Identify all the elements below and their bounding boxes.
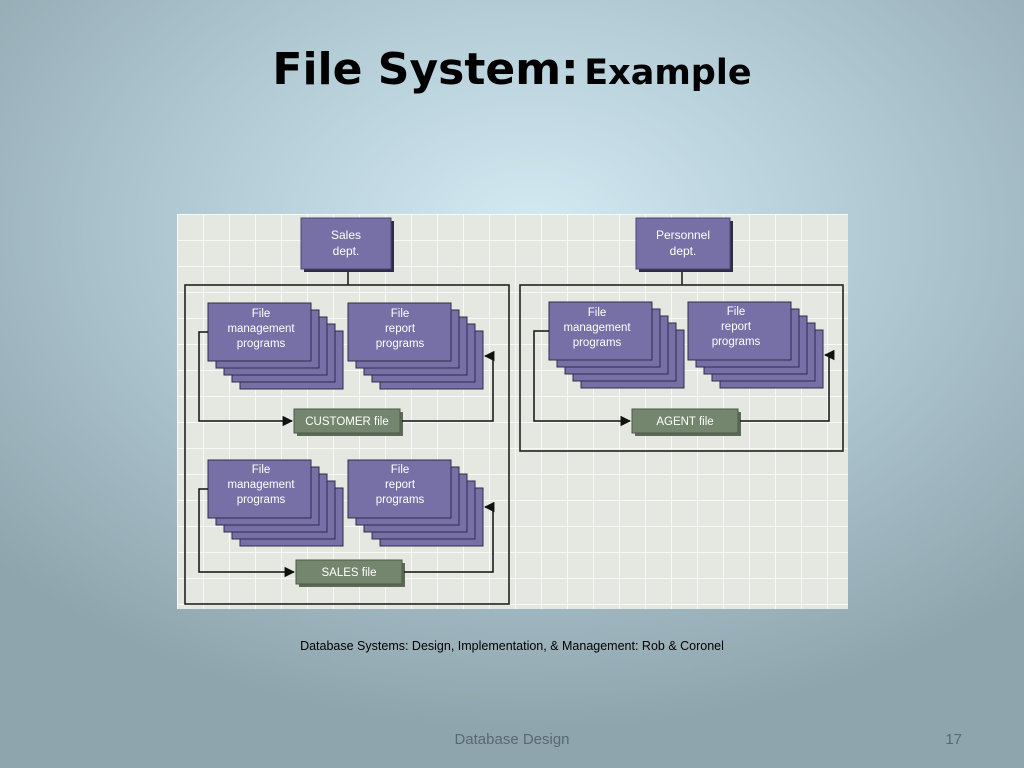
sales-mgmt-arrow bbox=[198, 488, 296, 578]
sales-report-label-1: File bbox=[391, 464, 410, 476]
personnel-dept-label-2: dept. bbox=[670, 244, 697, 258]
agent-mgmt-label-2: management bbox=[563, 322, 631, 334]
sales-mgmt-label-1: File bbox=[252, 464, 271, 476]
sales-report-label-2: report bbox=[385, 479, 416, 491]
customer-report-label-1: File bbox=[391, 308, 410, 320]
agent-mgmt-label-3: programs bbox=[573, 337, 622, 349]
customer-report-label-2: report bbox=[385, 323, 416, 335]
agent-file-label: AGENT file bbox=[656, 416, 713, 428]
sales-report-arrow bbox=[404, 501, 495, 573]
diagram-svg: Sales dept. File management programs bbox=[184, 217, 844, 605]
customer-report-label-3: programs bbox=[376, 338, 425, 350]
sales-mgmt-label-3: programs bbox=[237, 494, 286, 506]
sales-file-box: SALES file bbox=[295, 559, 405, 587]
agent-file-box: AGENT file bbox=[631, 408, 741, 436]
customer-report-programs-stack: File report programs bbox=[347, 302, 484, 390]
personnel-dept-box: Personnel dept. bbox=[635, 217, 733, 272]
sales-report-label-3: programs bbox=[376, 494, 425, 506]
customer-mgmt-label-1: File bbox=[252, 308, 271, 320]
agent-mgmt-arrow bbox=[533, 330, 632, 427]
customer-mgmt-programs-stack: File management programs bbox=[207, 302, 344, 390]
customer-mgmt-label-3: programs bbox=[237, 338, 286, 350]
sales-frame bbox=[184, 284, 510, 605]
page-number: 17 bbox=[945, 731, 962, 748]
agent-report-programs-stack: File report programs bbox=[687, 301, 824, 389]
personnel-dept-label-1: Personnel bbox=[656, 228, 710, 242]
customer-report-arrow bbox=[402, 350, 495, 422]
file-system-diagram: Sales dept. File management programs bbox=[177, 214, 848, 609]
slide-title-sub: Example bbox=[584, 53, 752, 93]
agent-mgmt-programs-stack: File management programs bbox=[548, 301, 685, 389]
agent-report-arrow bbox=[740, 349, 835, 422]
agent-report-label-2: report bbox=[721, 321, 752, 333]
sales-dept-box: Sales dept. bbox=[300, 217, 394, 272]
agent-report-label-3: programs bbox=[712, 336, 761, 348]
slide-title: File System: Example bbox=[0, 44, 1024, 95]
sales-mgmt-label-2: management bbox=[227, 479, 295, 491]
customer-file-box: CUSTOMER file bbox=[293, 408, 403, 436]
sales-group: Sales dept. File management programs bbox=[184, 217, 510, 605]
sales-report-programs-stack: File report programs bbox=[347, 459, 484, 547]
slide-footer: Database Design bbox=[454, 731, 570, 748]
personnel-frame bbox=[519, 284, 844, 452]
customer-mgmt-arrow bbox=[198, 331, 294, 427]
agent-report-label-1: File bbox=[727, 306, 746, 318]
agent-mgmt-label-1: File bbox=[588, 307, 607, 319]
customer-mgmt-label-2: management bbox=[227, 323, 295, 335]
slide-title-main: File System: bbox=[272, 44, 579, 95]
sales-dept-label-2: dept. bbox=[333, 244, 360, 258]
sales-file-label: SALES file bbox=[322, 567, 377, 579]
personnel-group: Personnel dept. File management programs bbox=[519, 217, 844, 452]
customer-file-label: CUSTOMER file bbox=[305, 416, 389, 428]
sales-mgmt-programs-stack: File management programs bbox=[207, 459, 344, 547]
sales-dept-label-1: Sales bbox=[331, 228, 361, 242]
figure-caption: Database Systems: Design, Implementation… bbox=[300, 639, 724, 653]
